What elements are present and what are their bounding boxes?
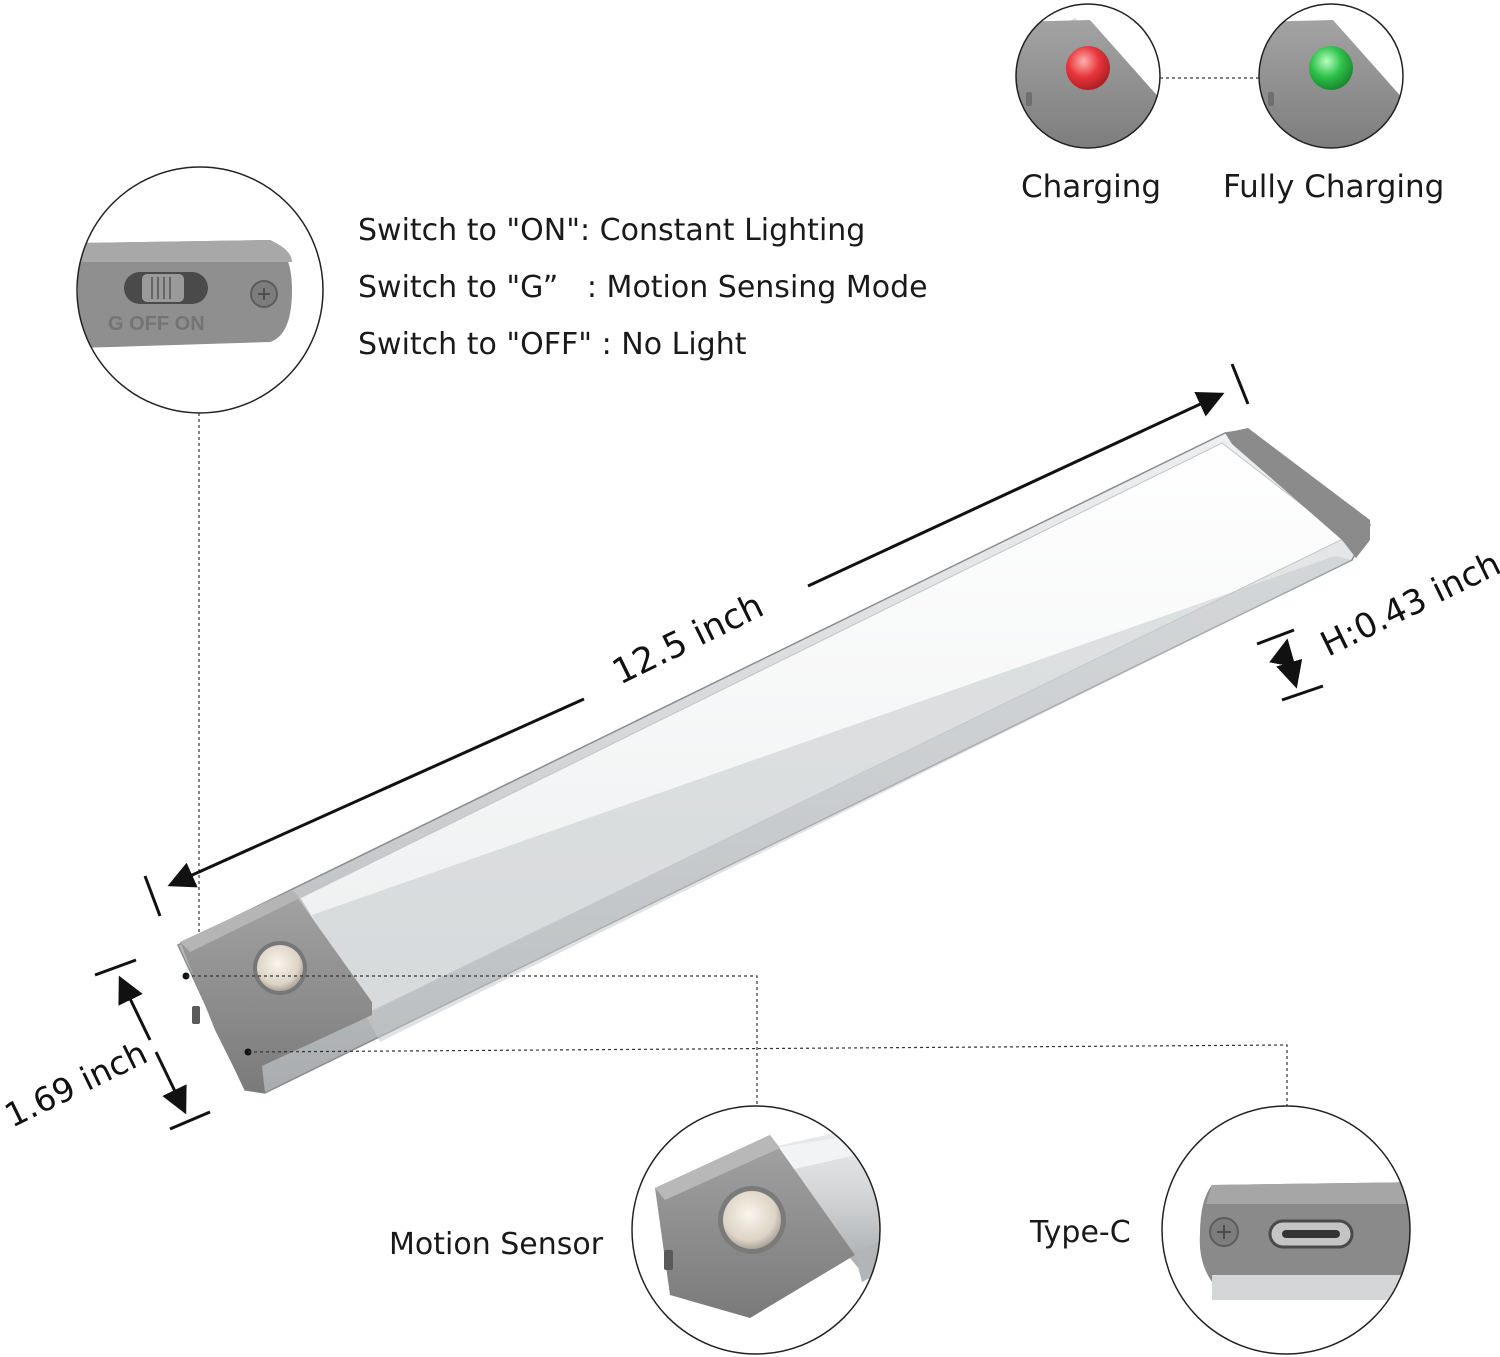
charging-label: Charging <box>1021 169 1162 205</box>
type-c-callout <box>1161 1105 1411 1355</box>
motion-sensor-label: Motion Sensor <box>389 1227 604 1262</box>
motion-sensor-lens <box>257 945 303 991</box>
motion-sensor-callout <box>631 1105 881 1355</box>
switch-engraving: G OFF ON <box>108 313 205 335</box>
fully-charging-label: Fully Charging <box>1223 169 1445 205</box>
end-cap-right <box>1225 428 1370 558</box>
light-bar <box>177 428 1371 1094</box>
width-dimension: 1.69 inch <box>0 958 211 1135</box>
switch-mode-off: Switch to "OFF" : No Light <box>358 327 747 362</box>
motion-sensor-leader-line <box>186 975 758 1110</box>
charging-led-callout <box>1015 3 1161 149</box>
width-label: 1.69 inch <box>0 1033 153 1135</box>
red-led-icon <box>1066 46 1110 90</box>
type-c-leader-line <box>247 1044 1288 1110</box>
switch-mode-on: Switch to "ON": Constant Lighting <box>358 213 866 248</box>
green-led-icon <box>1309 46 1353 90</box>
type-c-label: Type-C <box>1030 1215 1131 1250</box>
pir-sensor-icon <box>723 1191 781 1249</box>
switch-mode-g: Switch to "G” : Motion Sensing Mode <box>358 270 928 305</box>
fully-charged-led-callout <box>1258 3 1404 149</box>
switch-callout: G OFF ON <box>76 166 324 414</box>
